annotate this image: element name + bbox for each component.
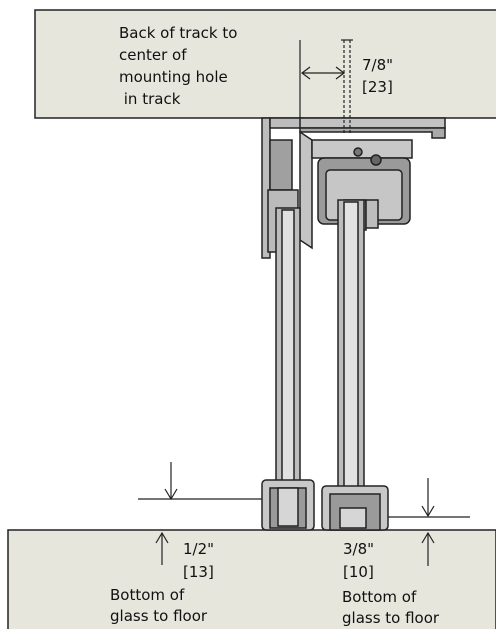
left-floor-guide bbox=[261, 479, 315, 531]
right-dimension-mm: [10] bbox=[343, 563, 374, 581]
floor-block bbox=[7, 529, 496, 629]
ceiling-callout-line-3: mounting hole bbox=[119, 68, 228, 86]
ceiling-callout-line-1: Back of track to bbox=[119, 24, 238, 42]
right-floor-guide bbox=[321, 485, 389, 531]
right-caption-line-1: Bottom of bbox=[342, 588, 417, 606]
overhead-track bbox=[261, 117, 446, 259]
top-dimension-mm: [23] bbox=[362, 78, 393, 96]
left-dimension-lines bbox=[138, 462, 262, 565]
ceiling-block bbox=[34, 9, 496, 119]
ceiling-callout-line-2: center of bbox=[119, 46, 187, 64]
top-dimension-lines bbox=[299, 39, 353, 135]
left-dimension-inches: 1/2" bbox=[183, 540, 215, 558]
top-dimension-inches: 7/8" bbox=[362, 56, 394, 74]
right-dimension-inches: 3/8" bbox=[343, 540, 375, 558]
right-dimension-lines bbox=[388, 478, 470, 566]
ceiling-callout-line-4: in track bbox=[119, 90, 181, 108]
left-caption-line-1: Bottom of bbox=[110, 586, 185, 604]
left-caption-line-2: glass to floor bbox=[110, 607, 208, 625]
right-caption-line-2: glass to floor bbox=[342, 609, 440, 627]
left-dimension-mm: [13] bbox=[183, 563, 214, 581]
right-glass-panel bbox=[337, 199, 365, 513]
left-glass-panel bbox=[275, 207, 301, 511]
